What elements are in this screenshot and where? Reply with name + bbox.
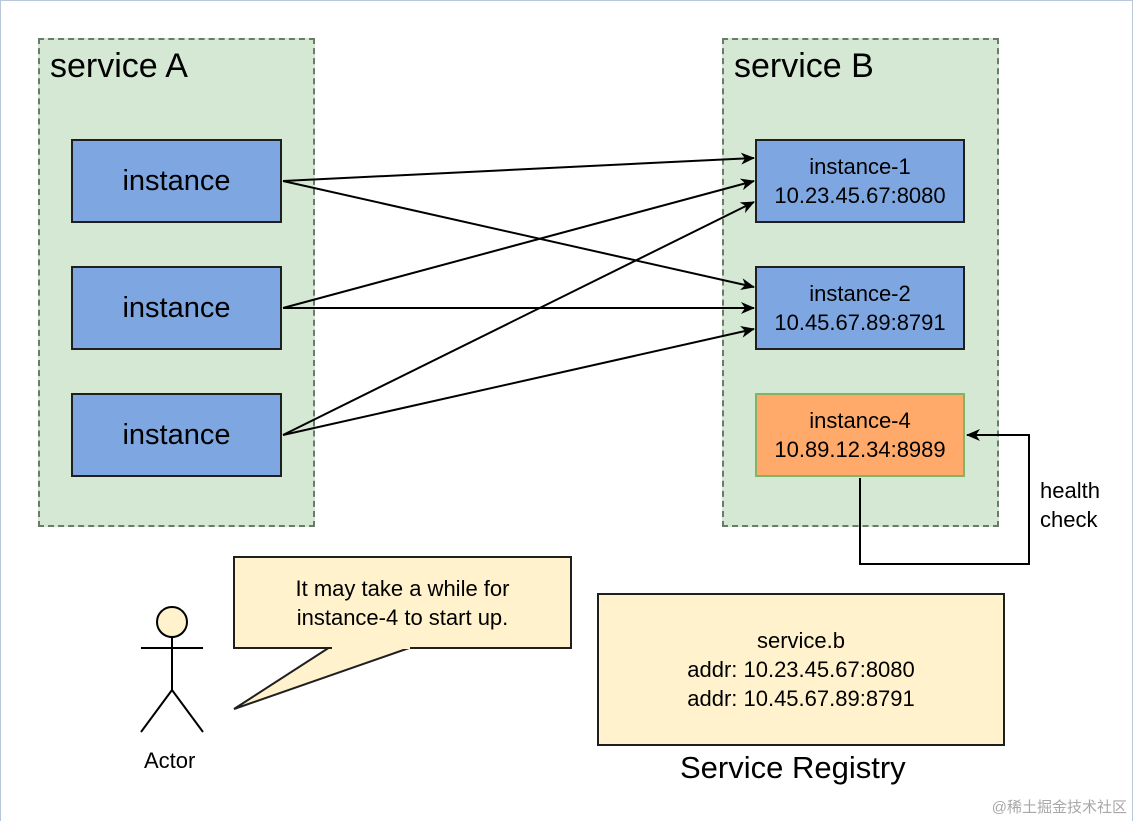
service-b-instance-4: instance-4 10.89.12.34:8989 [755, 393, 965, 477]
speech-bubble: It may take a while for instance-4 to st… [233, 556, 572, 649]
actor-label: Actor [144, 748, 196, 773]
health-check-label: health check [1040, 476, 1100, 534]
arrow-a1-to-b1 [282, 152, 755, 182]
service-a-title: service A [50, 47, 188, 85]
instance-2-addr: 10.45.67.89:8791 [774, 310, 946, 335]
service-b-instance-2: instance-2 10.45.67.89:8791 [755, 266, 965, 350]
speech-bubble-tail [233, 646, 413, 710]
health-check-arrow [859, 429, 1030, 565]
speech-bubble-line-2: instance-4 to start up. [296, 604, 509, 630]
health-check-line-2: check [1040, 507, 1098, 532]
service-a-instance-3-label: instance [122, 418, 231, 451]
service-a-instance-2-label: instance [122, 291, 231, 324]
service-a-instance-3: instance [71, 393, 282, 477]
arrow-a3-to-b1 [282, 201, 755, 436]
watermark: @稀土掘金技术社区 [991, 799, 1127, 816]
instance-4-name: instance-4 [809, 408, 911, 433]
service-a-instance-1-label: instance [122, 164, 231, 197]
arrow-a3-to-b2 [282, 326, 755, 436]
service-b-instance-1: instance-1 10.23.45.67:8080 [755, 139, 965, 223]
instance-1-addr: 10.23.45.67:8080 [774, 183, 946, 208]
registry-addr-2: addr: 10.45.67.89:8791 [687, 686, 915, 711]
speech-bubble-tail-joint [332, 645, 410, 649]
arrow-a2-to-b1 [282, 178, 755, 309]
service-b-title: service B [734, 47, 874, 85]
service-a-instance-2: instance [71, 266, 282, 350]
health-check-line-1: health [1040, 478, 1100, 503]
speech-bubble-line-1: It may take a while for [295, 575, 510, 601]
registry-addr-1: addr: 10.23.45.67:8080 [687, 657, 915, 682]
instance-1-name: instance-1 [809, 154, 911, 179]
service-registry-box: service.b addr: 10.23.45.67:8080 addr: 1… [597, 593, 1005, 746]
registry-service-name: service.b [756, 628, 846, 653]
service-a-instance-1: instance [71, 139, 282, 223]
instance-2-name: instance-2 [809, 281, 911, 306]
service-registry-caption: Service Registry [680, 750, 906, 785]
actor-icon [140, 606, 204, 733]
instance-4-addr: 10.89.12.34:8989 [774, 437, 946, 462]
arrow-a1-to-b2 [282, 180, 755, 290]
